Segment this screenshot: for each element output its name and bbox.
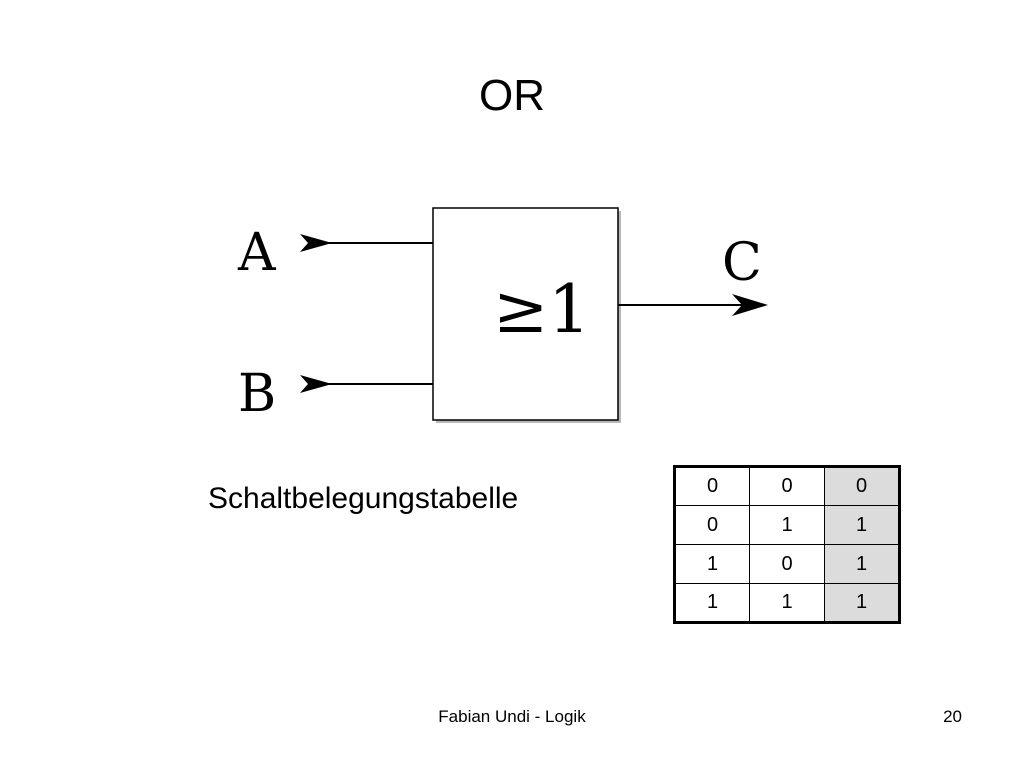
gate-symbol: ≥1 [493,271,590,348]
output-cell: 1 [824,583,900,623]
table-row: 1 0 1 [674,544,900,584]
truth-table: 0 0 0 0 1 1 1 0 1 1 1 1 [673,465,901,624]
input-b-cell: 0 [749,466,825,506]
input-b-cell: 0 [749,544,825,584]
output-cell: 1 [824,505,900,545]
output-cell: 0 [824,466,900,506]
table-row: 1 1 1 [674,583,900,623]
input-b-cell: 1 [749,505,825,545]
table-caption: Schaltbelegungstabelle [208,482,519,515]
output-cell: 1 [824,544,900,584]
page-number: 20 [943,707,962,726]
input-b-cell: 1 [749,583,825,623]
table-row: 0 0 0 [674,466,900,506]
input-b-label: B [238,364,276,424]
input-b-arrow-icon [300,375,332,393]
table-row: 0 1 1 [674,505,900,545]
gate-box [432,207,619,421]
output-c-arrow-icon [732,294,768,316]
footer-text: Fabian Undi - Logik [438,707,586,726]
input-a-cell: 1 [674,583,750,623]
input-a-arrow-icon [300,234,332,252]
input-a-cell: 0 [674,505,750,545]
output-c-label: C [722,233,762,293]
input-a-cell: 0 [674,466,750,506]
slide-title: OR [479,71,545,120]
input-a-cell: 1 [674,544,750,584]
input-a-label: A [237,223,277,283]
